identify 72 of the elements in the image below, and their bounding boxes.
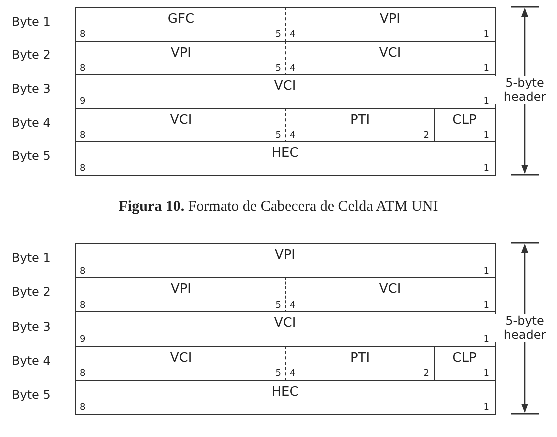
bit-number: 9 [80, 335, 86, 346]
row-label: Byte 3 [12, 320, 51, 334]
row-label: Byte 1 [12, 14, 51, 29]
field-name: VPI [274, 248, 296, 263]
field-name: HEC [272, 384, 299, 400]
bit-number: 5 [276, 300, 282, 311]
bit-number: 1 [484, 335, 490, 346]
field-name: VPI [170, 46, 192, 61]
field-name: GFC [168, 12, 195, 27]
field-name: VCI [274, 79, 296, 94]
bit-number: 1 [484, 164, 490, 174]
bit-number: 8 [80, 130, 86, 141]
header-field [75, 243, 496, 279]
field-name: VCI [379, 282, 402, 298]
bit-number: 8 [80, 30, 86, 40]
header-field [285, 277, 496, 313]
header-field [75, 141, 496, 176]
row-label: Byte 3 [12, 82, 51, 96]
field-name: VPI [170, 282, 192, 298]
field-name: PTI [350, 350, 370, 366]
header-field [285, 40, 496, 76]
header-field [75, 380, 496, 416]
field-name: HEC [272, 146, 299, 162]
field-name: VCI [379, 46, 402, 61]
bit-number: 1 [484, 97, 490, 108]
row-label: Byte 1 [12, 251, 51, 266]
bit-number: 1 [484, 130, 490, 141]
field-name: VCI [274, 316, 296, 332]
bit-number: 2 [424, 130, 430, 141]
bit-number: 4 [290, 130, 296, 141]
bit-number: 4 [290, 300, 296, 311]
field-name: VPI [380, 12, 401, 27]
header-field [75, 277, 286, 313]
bit-number: 8 [80, 369, 86, 380]
bit-number: 8 [80, 300, 86, 311]
row-label: Byte 2 [12, 285, 51, 300]
header-field [434, 346, 496, 382]
field-name: PTI [350, 112, 370, 128]
field-name: CLP [452, 350, 477, 366]
bit-number: 4 [290, 64, 296, 74]
bit-number: 5 [276, 64, 282, 74]
bit-number: 1 [484, 300, 490, 311]
field-name: VCI [170, 112, 192, 128]
bit-number: 8 [80, 164, 86, 174]
bit-number: 2 [424, 369, 430, 380]
bit-number: 1 [484, 30, 490, 40]
header-field [75, 311, 496, 348]
bit-number: 8 [80, 403, 86, 414]
row-label: Byte 4 [12, 354, 51, 368]
bit-number: 1 [484, 369, 490, 380]
bit-number: 4 [290, 369, 296, 380]
bit-number: 8 [80, 266, 86, 277]
field-name: CLP [452, 112, 477, 128]
bit-number: 1 [484, 403, 490, 414]
bit-number: 5 [276, 369, 282, 380]
figure-caption: Figura 10. Formato de Cabecera de Celda ATM UNI [118, 199, 440, 216]
row-label: Byte 2 [12, 48, 51, 62]
header-field [285, 7, 496, 42]
header-field [75, 74, 496, 110]
row-label: Byte 5 [12, 149, 51, 164]
bit-number: 1 [484, 64, 490, 74]
header-field [75, 7, 286, 42]
row-label: Byte 5 [12, 388, 51, 402]
bit-number: 4 [290, 30, 296, 40]
bit-number: 5 [276, 130, 282, 141]
header-field [434, 108, 496, 143]
bit-number: 8 [80, 64, 86, 74]
row-label: Byte 4 [12, 116, 51, 130]
bit-number: 5 [276, 30, 282, 40]
field-name: VCI [170, 350, 192, 366]
bit-number: 9 [80, 97, 86, 108]
bit-number: 1 [484, 266, 490, 277]
